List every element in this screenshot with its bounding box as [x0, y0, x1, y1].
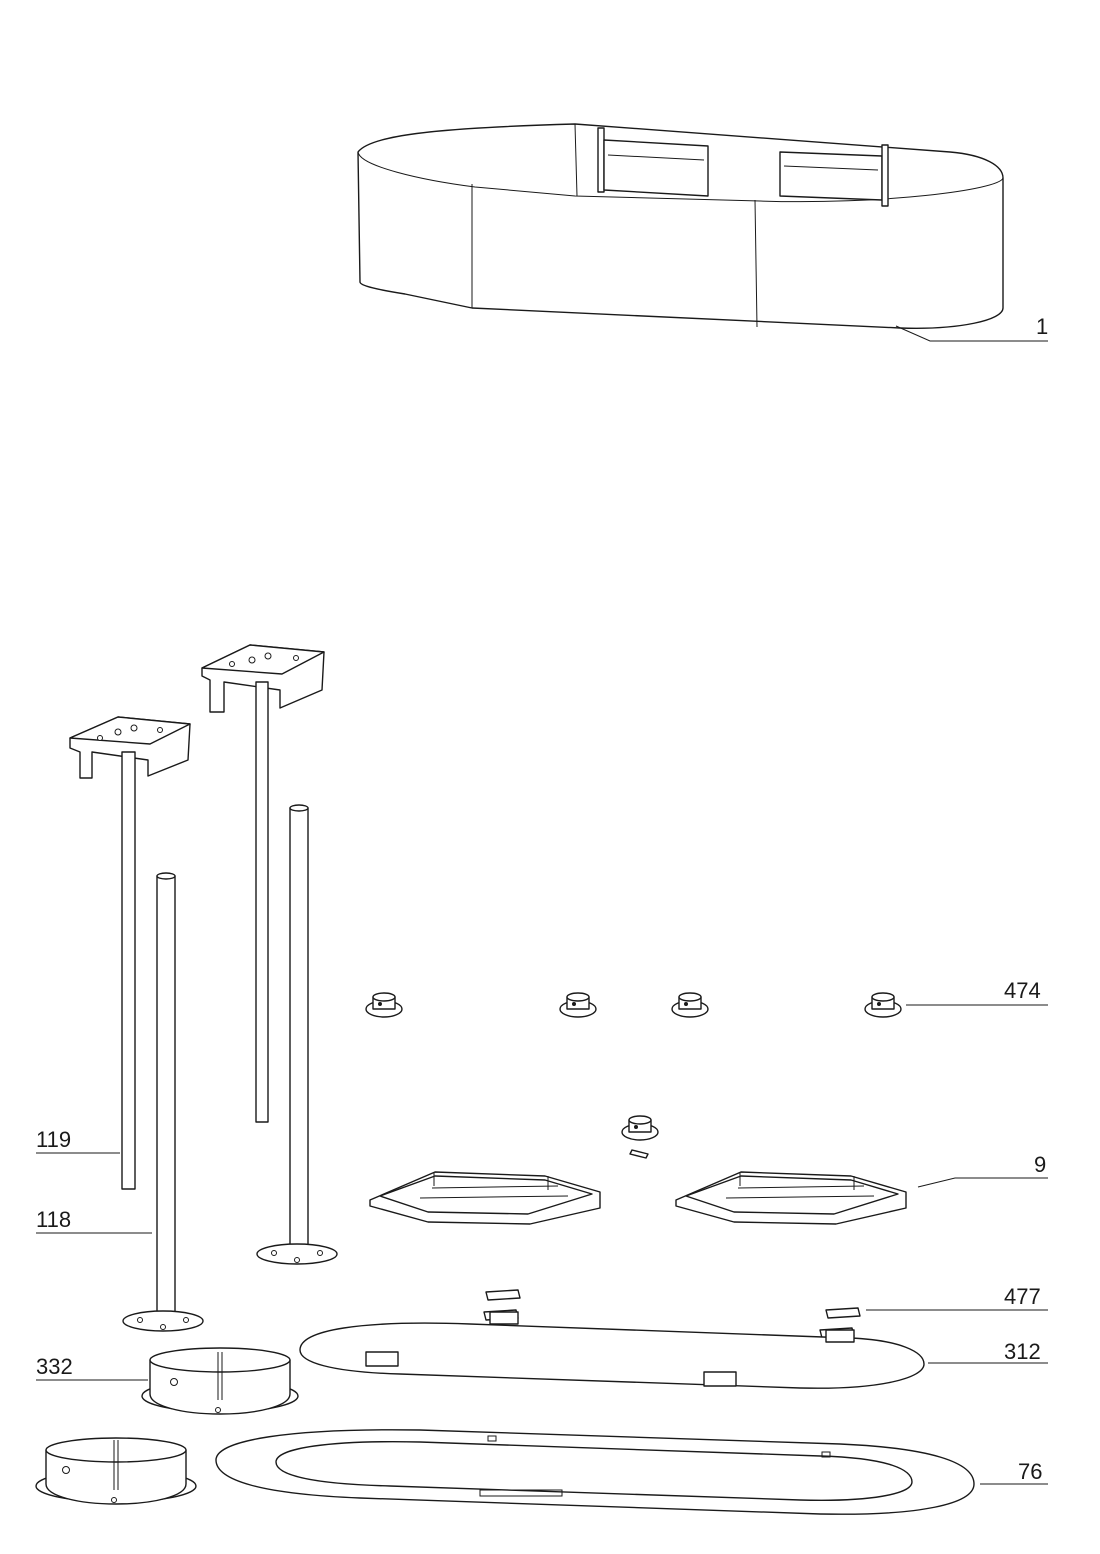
part-312-oval-panel — [299, 1311, 925, 1389]
part-332-duct-collar — [141, 1347, 299, 1415]
support-stand-left — [69, 716, 191, 1190]
leg-right — [256, 804, 338, 1265]
callout-part-118: 118 — [36, 1207, 71, 1232]
callout-part-474: 474 — [1004, 978, 1041, 1003]
callout-part-1: 1 — [1036, 314, 1048, 339]
leader-part-9 — [917, 1177, 1048, 1188]
callout-part-119: 119 — [36, 1127, 71, 1152]
part-474-light-fittings — [365, 992, 902, 1159]
duct-collar-lower — [35, 1437, 197, 1505]
leader-part-1 — [895, 325, 1048, 342]
callout-part-9: 9 — [1034, 1152, 1046, 1177]
callout-part-312: 312 — [1004, 1339, 1041, 1364]
callout-part-332: 332 — [36, 1354, 73, 1379]
leg-left — [122, 872, 204, 1332]
part-1-oval-hood — [357, 123, 1004, 329]
part-9-filter-left — [369, 1171, 601, 1225]
callout-part-76: 76 — [1018, 1459, 1042, 1484]
part-76-oval-frame — [215, 1429, 975, 1515]
callout-part-477: 477 — [1004, 1284, 1041, 1309]
support-stand-right — [201, 644, 325, 1123]
part-9-filter-right — [675, 1171, 907, 1225]
